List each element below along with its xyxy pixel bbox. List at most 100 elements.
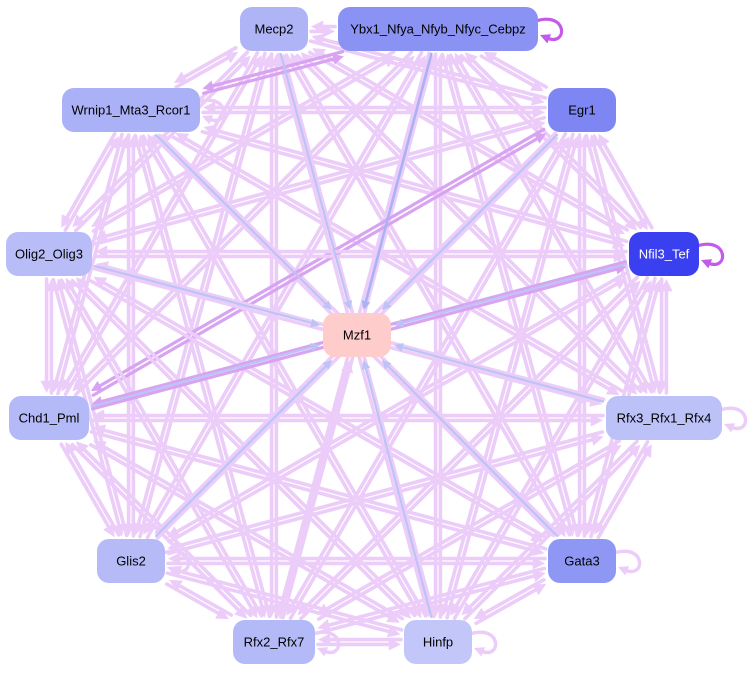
edge-gata3-to-rfx2-rfx7-arrow-head: [317, 619, 331, 631]
edge-rfx3-rfx1-rfx4-to-wrnip1-mta3-rcor1: [175, 132, 624, 393]
node-rfx3-rfx1-rfx4-box: [606, 396, 722, 440]
edge-hinfp-to-gata3: [474, 583, 547, 626]
edge-hinfp-to-rfx2-rfx7-arrow-head: [318, 633, 331, 646]
node-mzf1[interactable]: Mzf1: [323, 313, 391, 357]
edge-nfil3-tef-to-hinfp-line: [453, 275, 650, 610]
self-loop-gata3-curve: [612, 549, 642, 574]
edge-hinfp-to-rfx3-rfx1-rfx4: [463, 444, 641, 621]
self-loop-rfx2-rfx7-arrow: [317, 647, 329, 657]
edge-nfil3-tef-to-glis2-line: [173, 272, 627, 535]
edge-ybx1-nfya-nfyb-nfyc-cebpz-to-mzf1-line: [364, 52, 433, 305]
edge-chd1-pml-to-mzf1-arrow-head: [310, 342, 320, 352]
self-loop-ybx1-nfya-nfyb-nfyc-cebpz-arrow: [540, 34, 552, 44]
node-nfil3-tef[interactable]: Nfil3_Tef: [629, 232, 699, 276]
edge-gata3-to-olig2-olig3-line: [100, 280, 548, 540]
edge-olig2-olig3-to-mzf1-line: [93, 264, 315, 325]
node-rfx3-rfx1-rfx4[interactable]: Rfx3_Rfx1_Rfx4: [606, 396, 722, 440]
edge-hinfp-to-mzf1: [361, 360, 433, 619]
edge-rfx2-rfx7-to-glis2-line: [175, 582, 233, 617]
node-olig2-olig3[interactable]: Olig2_Olig3: [6, 232, 92, 276]
edge-rfx3-rfx1-rfx4-to-gata3: [594, 440, 650, 535]
edge-ybx1-nfya-nfyb-nfyc-cebpz-to-mecp2: [311, 20, 337, 33]
edge-mecp2-to-mzf1-line: [279, 52, 350, 305]
edge-nfil3-tef-to-mecp2-arrow-head: [312, 48, 326, 60]
edge-wrnip1-mta3-rcor1-to-ybx1-nfya-nfyb-nfyc-cebpz-line: [202, 56, 338, 95]
edge-rfx2-rfx7-to-glis2: [169, 579, 233, 617]
node-egr1[interactable]: Egr1: [548, 88, 616, 132]
edge-hinfp-to-rfx3-rfx1-rfx4-line: [463, 449, 636, 621]
edge-rfx3-rfx1-rfx4-to-nfil3-tef-arrow-head: [660, 279, 673, 292]
edge-olig2-olig3-to-ybx1-nfya-nfyb-nfyc-cebpz-line: [91, 59, 390, 233]
edge-rfx3-rfx1-rfx4-to-glis2: [167, 430, 605, 552]
edge-gata3-to-rfx3-rfx1-rfx4-arrow-head: [640, 444, 652, 458]
edge-olig2-olig3-to-wrnip1-mta3-rcor1-arrow-head: [107, 136, 119, 150]
edge-gata3-to-olig2-olig3-arrow-head: [93, 276, 108, 289]
node-wrnip1-mta3-rcor1[interactable]: Wrnip1_Mta3_Rcor1: [62, 88, 200, 132]
edge-egr1-to-wrnip1-mta3-rcor1-arrow-head: [203, 101, 216, 114]
edge-gata3-to-mzf1: [381, 360, 559, 538]
edges-layer: [40, 17, 748, 657]
node-hinfp[interactable]: Hinfp: [404, 620, 472, 664]
self-loop-ybx1-nfya-nfyb-nfyc-cebpz-curve: [534, 17, 564, 42]
node-mzf1-box: [323, 313, 391, 357]
node-egr1-label: Egr1: [568, 103, 595, 118]
edge-wrnip1-mta3-rcor1-to-olig2-olig3-arrow-head: [61, 214, 73, 228]
edge-chd1-pml-to-egr1: [91, 133, 547, 397]
edge-rfx3-rfx1-rfx4-to-wrnip1-mta3-rcor1-line: [182, 136, 624, 393]
edge-gata3-to-egr1-arrow-head: [578, 135, 591, 148]
edge-ybx1-nfya-nfyb-nfyc-cebpz-to-gata3-arrow-head: [563, 523, 576, 537]
edge-olig2-olig3-to-gata3-line: [89, 279, 538, 539]
self-loop-gata3-arrow: [618, 566, 630, 576]
edge-wrnip1-mta3-rcor1-to-rfx3-rfx1-rfx4-line: [171, 135, 613, 392]
edge-chd1-pml-to-wrnip1-mta3-rcor1: [56, 135, 130, 396]
node-mecp2[interactable]: Mecp2: [240, 7, 308, 51]
edge-olig2-olig3-to-ybx1-nfya-nfyb-nfyc-cebpz-arrow-head: [382, 56, 396, 68]
edge-nfil3-tef-to-egr1-arrow-head: [598, 133, 610, 148]
node-gata3[interactable]: Gata3: [548, 539, 616, 583]
edge-wrnip1-mta3-rcor1-to-olig2-olig3-line: [64, 132, 117, 222]
node-gata3-label: Gata3: [564, 554, 599, 569]
edge-hinfp-to-wrnip1-mta3-rcor1-arrow-head: [147, 133, 159, 148]
node-hinfp-box: [404, 620, 472, 664]
self-loop-wrnip1-mta3-rcor1-curve: [196, 98, 226, 123]
edge-egr1-to-nfil3-tef: [592, 134, 648, 231]
edge-gata3-to-rfx3-rfx1-rfx4: [596, 444, 652, 539]
node-rfx3-rfx1-rfx4-label: Rfx3_Rfx1_Rfx4: [617, 411, 712, 426]
self-loop-nfil3-tef-arrow: [701, 259, 713, 269]
node-ybx1-nfya-nfyb-nfyc-cebpz[interactable]: Ybx1_Nfya_Nfyb_Nfyc_Cebpz: [338, 7, 538, 51]
edge-hinfp-to-wrnip1-mta3-rcor1: [147, 133, 428, 618]
edge-rfx2-rfx7-to-olig2-olig3-arrow-head: [65, 277, 78, 292]
edge-nfil3-tef-to-rfx2-rfx7-line: [302, 275, 639, 611]
edge-hinfp-to-mzf1-line: [364, 365, 433, 619]
edge-chd1-pml-to-hinfp-arrow-head: [386, 611, 400, 623]
edge-rfx2-rfx7-to-gata3-arrow-head: [532, 570, 546, 583]
node-rfx2-rfx7-box: [233, 620, 315, 664]
edge-egr1-to-olig2-olig3-line: [102, 115, 547, 239]
edge-ybx1-nfya-nfyb-nfyc-cebpz-to-rfx3-rfx1-rfx4-arrow-head: [635, 380, 648, 395]
edge-egr1-to-ybx1-nfya-nfyb-nfyc-cebpz-line: [490, 54, 548, 89]
edge-glis2-to-mzf1-arrow-head: [322, 360, 332, 370]
node-glis2-label: Glis2: [116, 554, 146, 569]
edge-nfil3-tef-to-hinfp: [450, 275, 650, 616]
edge-mecp2-to-gata3-line: [284, 53, 563, 531]
edge-rfx2-rfx7-to-glis2-arrow-head: [169, 579, 183, 592]
edge-nfil3-tef-to-hinfp-arrow-head: [450, 602, 462, 616]
edge-chd1-pml-to-egr1-arrow-head: [534, 133, 547, 144]
node-chd1-pml[interactable]: Chd1_Pml: [9, 396, 89, 440]
edge-glis2-to-chd1-pml: [65, 441, 121, 537]
edge-glis2-to-rfx3-rfx1-rfx4-line: [166, 437, 596, 556]
node-ybx1-nfya-nfyb-nfyc-cebpz-label: Ybx1_Nfya_Nfyb_Nfyc_Cebpz: [350, 22, 526, 37]
self-loop-glis2-arrow: [167, 566, 179, 576]
node-rfx2-rfx7[interactable]: Rfx2_Rfx7: [233, 620, 315, 664]
edge-glis2-to-rfx3-rfx1-rfx4-arrow-head: [590, 433, 604, 446]
node-glis2[interactable]: Glis2: [97, 539, 165, 583]
edge-rfx2-rfx7-to-rfx3-rfx1-rfx4-arrow-head: [608, 445, 622, 457]
edge-gata3-to-wrnip1-mta3-rcor1-arrow-head: [157, 133, 171, 147]
self-loop-nfil3-tef-curve: [695, 242, 725, 267]
edge-glis2-to-mzf1: [154, 360, 332, 538]
edge-egr1-to-mzf1-arrow-head: [382, 300, 392, 310]
edge-hinfp-to-ybx1-nfya-nfyb-nfyc-cebpz-arrow-head: [434, 54, 447, 67]
edge-rfx2-rfx7-to-mzf1: [278, 360, 353, 619]
edge-rfx3-rfx1-rfx4-to-rfx2-rfx7-line: [323, 439, 622, 612]
